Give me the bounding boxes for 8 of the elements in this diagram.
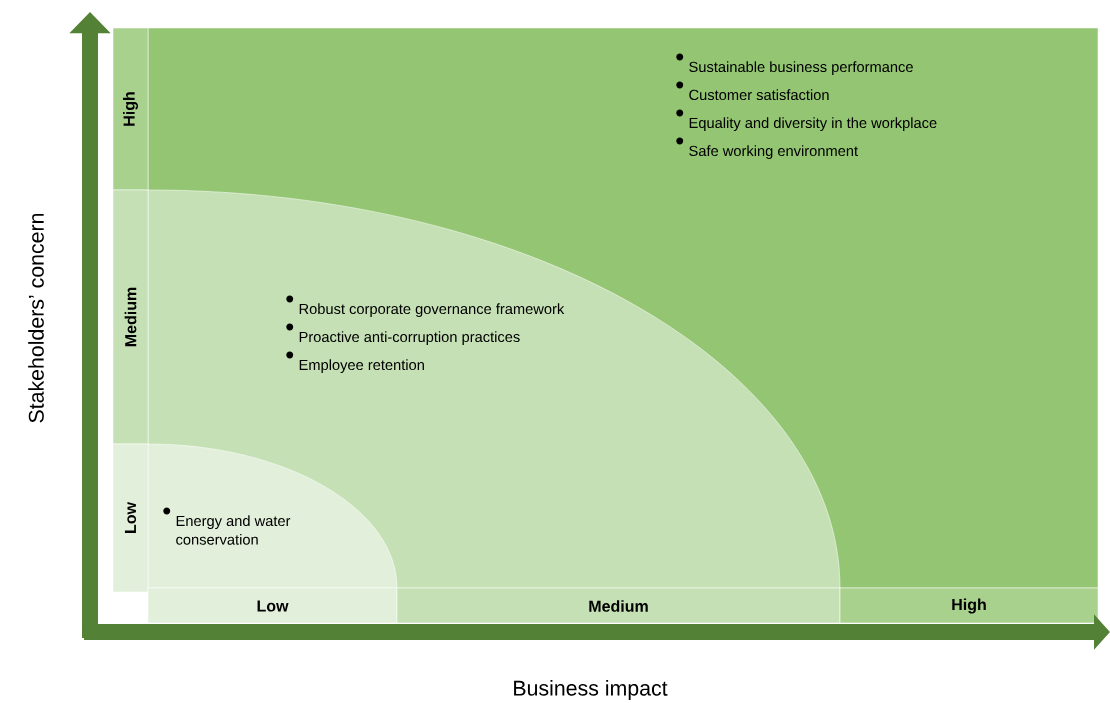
scale-cell: Low — [147, 587, 398, 624]
scale-cell: High — [112, 27, 149, 191]
scale-cell: Medium — [396, 587, 841, 624]
axis-title: Stakeholders’ concern — [28, 213, 44, 423]
axis-title: Business impact — [514, 680, 668, 700]
scale-cell: Medium — [112, 189, 149, 445]
scale-cell: High — [839, 587, 1099, 624]
scale-cell: Low — [112, 443, 149, 593]
